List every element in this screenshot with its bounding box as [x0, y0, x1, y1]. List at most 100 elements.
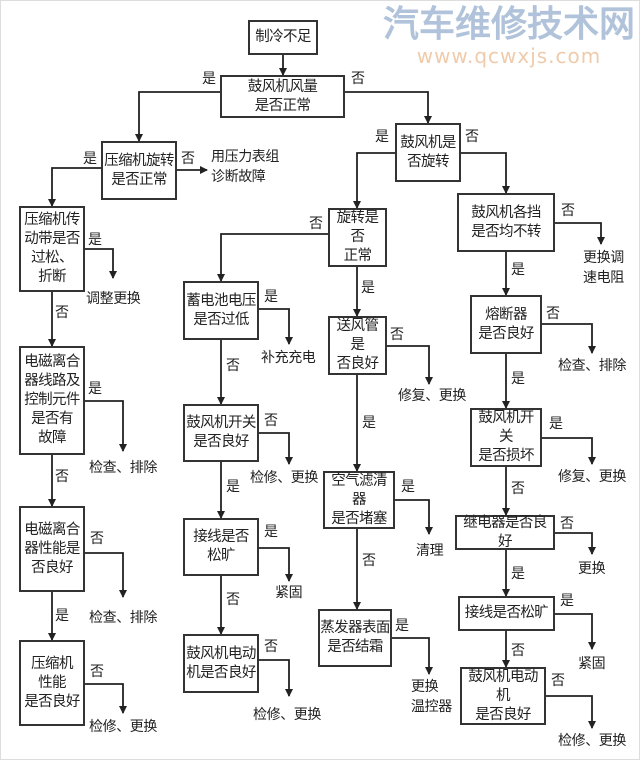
outcome-replace-speed-resistor: 更换调 速电阻 — [583, 250, 624, 286]
node-wiring-loose: 接线是否 松旷 — [183, 518, 259, 576]
node-blower-switch-damaged: 鼓风机开关 是否损坏 — [470, 408, 542, 467]
label-yes: 是 — [511, 371, 525, 387]
node-clutch-performance: 电磁离合 器性能是 否良好 — [19, 506, 85, 592]
node-all-speeds-not-turning: 鼓风机各挡 是否均不转 — [457, 193, 555, 252]
label-yes: 是 — [401, 479, 415, 495]
node-clutch-circuit: 电磁离合 器线路及 控制元件 是否有 故障 — [19, 346, 85, 455]
node-blower-rotates: 鼓风机是 否旋转 — [395, 123, 461, 182]
arrow-m0-a1 — [217, 233, 328, 282]
label-yes: 是 — [264, 289, 278, 305]
label-yes: 是 — [264, 524, 278, 540]
node-blower-switch-good: 鼓风机开关 是否良好 — [183, 404, 259, 462]
node-compressor-belt: 压缩机传 动带是否 过松、 折断 — [19, 206, 85, 292]
arrow-l3-out — [85, 552, 127, 598]
label-yes: 是 — [226, 479, 240, 495]
label-no: 否 — [309, 216, 323, 232]
outcome-check-fix: 检查、排除 — [89, 460, 157, 476]
outcome-recharge-battery: 补充充电 — [261, 350, 316, 366]
label-no: 否 — [55, 469, 69, 485]
arrow-r1-out — [542, 323, 596, 354]
label-no: 否 — [90, 531, 104, 547]
node-rotation-normal: 旋转是否 正常 — [328, 208, 387, 267]
label-yes: 是 — [88, 381, 102, 397]
arrow-l4-out — [85, 683, 127, 714]
arrow-m1-out — [387, 345, 433, 385]
outcome-clean: 清理 — [416, 543, 444, 559]
label-yes: 是 — [549, 416, 563, 432]
arrow-r5-out — [546, 695, 596, 729]
label-no: 否 — [264, 413, 278, 429]
label-no: 否 — [465, 129, 479, 145]
outcome-check-fix: 检查、排除 — [89, 610, 157, 626]
label-no: 否 — [362, 553, 376, 569]
label-yes: 是 — [560, 593, 574, 609]
arrow-r2-out — [542, 437, 596, 465]
label-yes: 是 — [83, 151, 97, 167]
node-relay-good: 继电器是否良好 — [455, 515, 555, 550]
node-evaporator-frosted: 蒸发器表面 是否结霜 — [318, 609, 392, 667]
label-no: 否 — [264, 639, 278, 655]
outcome-repair-replace: 检修、更换 — [558, 733, 626, 749]
label-no: 否 — [546, 306, 560, 322]
arrow-a3-out — [259, 547, 293, 582]
arrow-q1-q2 — [135, 91, 220, 142]
outcome-repair-replace: 检修、更换 — [89, 719, 157, 735]
label-no: 否 — [390, 327, 404, 343]
node-air-filter-clogged: 空气滤清器 是否堵塞 — [323, 471, 395, 529]
label-yes: 是 — [395, 618, 409, 634]
label-yes: 是 — [88, 232, 102, 248]
outcome-repair-replace: 修复、更换 — [398, 388, 466, 404]
arrow-m2-out — [395, 499, 433, 535]
arrow-q3-m0 — [353, 152, 395, 209]
node-blower-airflow-normal: 鼓风机风量 是否正常 — [220, 75, 345, 118]
label-no: 否 — [511, 643, 525, 659]
node-insufficient-cooling: 制冷不足 — [248, 20, 318, 55]
arrow-q3-r0 — [461, 152, 510, 194]
label-no: 否 — [351, 71, 365, 87]
label-yes: 是 — [511, 262, 525, 278]
node-compressor-performance: 压缩机 性能 是否良好 — [19, 640, 85, 726]
label-no: 否 — [511, 481, 525, 497]
label-no: 否 — [561, 203, 575, 219]
arrow-a1-out — [259, 308, 293, 345]
arrow-a4-out — [259, 659, 293, 697]
label-yes: 是 — [362, 415, 376, 431]
outcome-tighten: 紧固 — [578, 656, 606, 672]
label-no: 否 — [551, 673, 565, 689]
outcome-check-fix: 检查、排除 — [558, 358, 626, 374]
outcome-pressure-gauge-diagnosis: 用压力表组 诊断故障 — [211, 149, 279, 185]
outcome-repair-replace: 检修、更换 — [253, 707, 321, 723]
outcome-replace: 更换 — [578, 561, 606, 577]
label-yes: 是 — [202, 71, 216, 87]
arrow-r0-out — [555, 222, 605, 245]
arrow-m3-out — [392, 637, 433, 675]
label-yes: 是 — [511, 566, 525, 582]
outcome-repair-replace: 检修、更换 — [250, 470, 318, 486]
arrow-q1-q3 — [345, 91, 432, 124]
arrow-a2-out — [259, 432, 293, 465]
outcome-tighten: 紧固 — [275, 585, 303, 601]
node-blower-motor-good: 鼓风机电动 机是否良好 — [183, 634, 259, 693]
arrow-r3-out — [555, 532, 596, 555]
label-yes: 是 — [361, 280, 375, 296]
label-no: 否 — [560, 516, 574, 532]
label-no: 否 — [226, 592, 240, 608]
node-blower-motor-good-right: 鼓风机电动机 是否良好 — [460, 667, 546, 725]
arrow-l1-out — [85, 248, 117, 279]
node-wiring-loose-right: 接线是否松旷 — [458, 596, 555, 631]
label-no: 否 — [55, 305, 69, 321]
arrow-l2-out — [85, 400, 127, 452]
outcome-repair-replace: 修复、更换 — [558, 469, 626, 485]
arrow-q2-l1 — [48, 167, 101, 207]
outcome-adjust-replace: 调整更换 — [86, 291, 141, 307]
label-no: 否 — [226, 358, 240, 374]
node-battery-voltage-low: 蓄电池电压 是否过低 — [183, 281, 259, 340]
node-fuse-good: 熔断器 是否良好 — [470, 295, 542, 354]
node-air-duct-good: 送风管是 否良好 — [328, 316, 387, 375]
label-yes: 是 — [375, 129, 389, 145]
arrow-r4-out — [555, 613, 596, 650]
label-no: 否 — [181, 151, 195, 167]
label-no: 否 — [90, 664, 104, 680]
